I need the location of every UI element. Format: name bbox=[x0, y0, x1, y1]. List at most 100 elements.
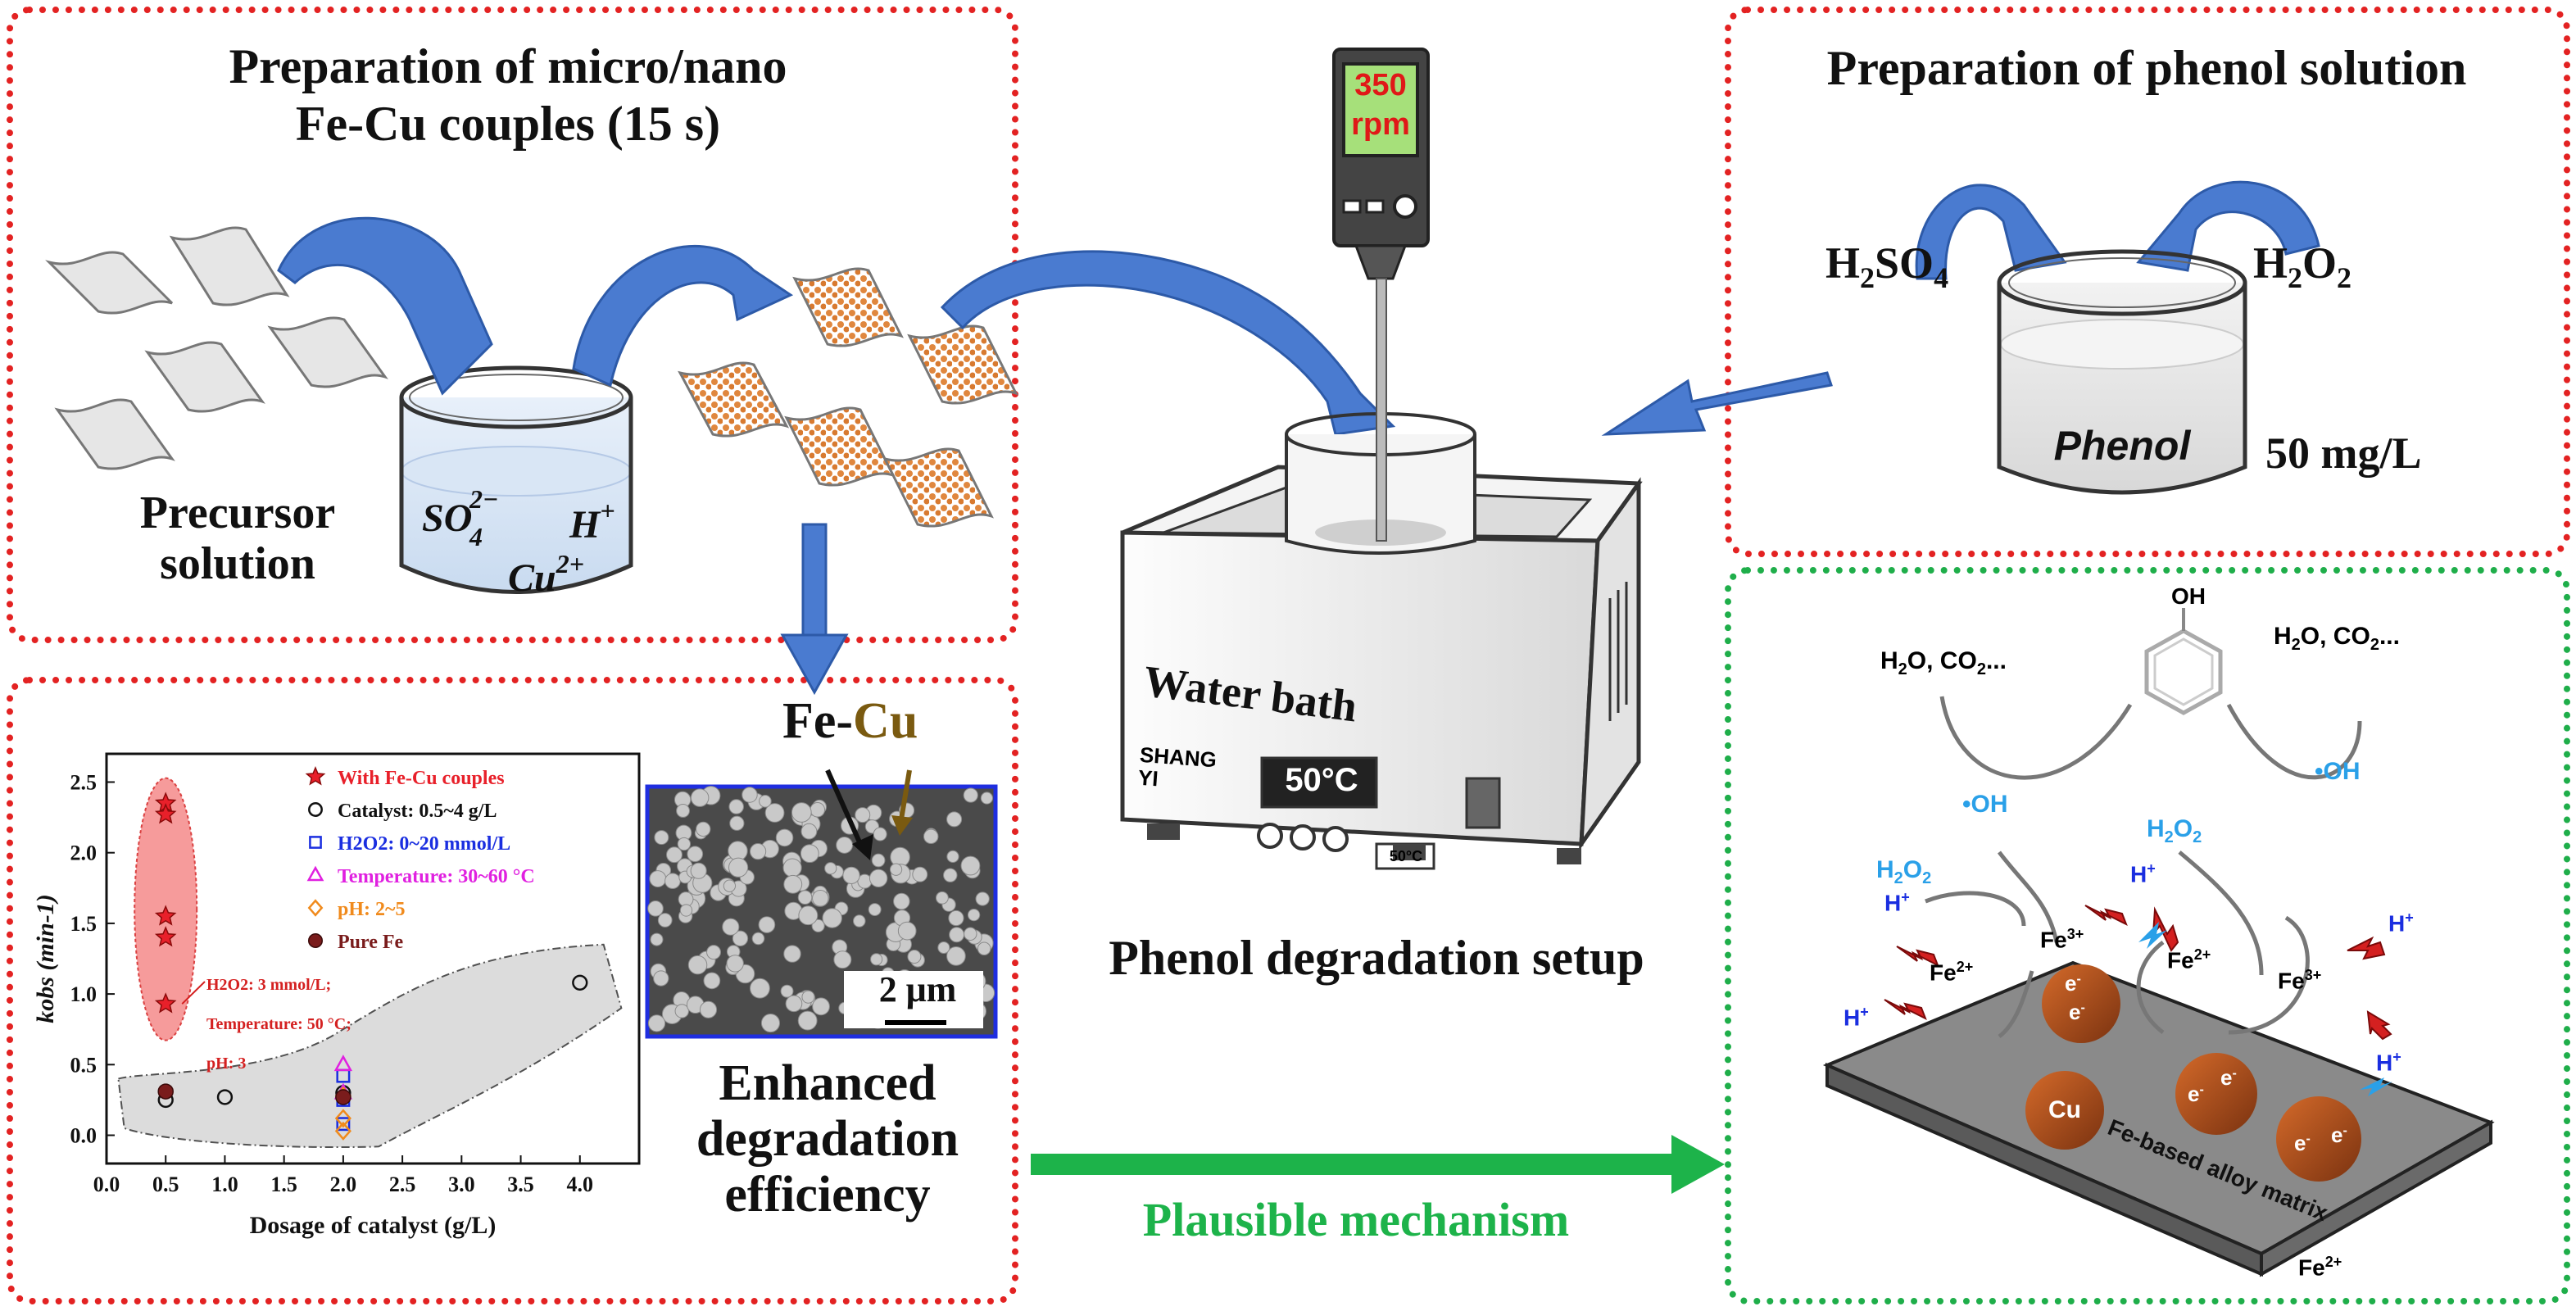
setup-label: Phenol degradation setup bbox=[1109, 931, 1644, 985]
sem-particle bbox=[751, 932, 765, 946]
ion-proton: H bbox=[569, 503, 601, 547]
sem-particle bbox=[722, 918, 740, 936]
sem-particle bbox=[810, 801, 826, 818]
sem-particle bbox=[728, 799, 744, 814]
sem-particle bbox=[666, 846, 683, 864]
fecu-title: Preparation of micro/nano Fe-Cu couples … bbox=[49, 38, 967, 152]
sem-particle bbox=[785, 995, 803, 1013]
sem-particle bbox=[690, 788, 710, 807]
mech-products-left: H2O, CO2... bbox=[1880, 647, 2007, 678]
sem-particle bbox=[853, 914, 866, 928]
mech-h2o2-right: H2O2 bbox=[2147, 815, 2202, 846]
enhanced-line3: efficiency bbox=[724, 1167, 931, 1223]
y-tick-label: 0.5 bbox=[70, 1053, 98, 1077]
y-tick-label: 1.0 bbox=[70, 982, 98, 1006]
data-point bbox=[216, 1089, 234, 1105]
data-point bbox=[333, 1055, 353, 1072]
sem-particle bbox=[791, 802, 812, 823]
mech-hplus-2: H+ bbox=[2130, 860, 2156, 887]
y-tick-label: 0.0 bbox=[70, 1124, 98, 1148]
sem-particle bbox=[783, 945, 801, 963]
mech-cu-label: Cu bbox=[2048, 1096, 2081, 1123]
x-tick-label: 2.0 bbox=[330, 1173, 357, 1196]
sem-particle bbox=[798, 905, 819, 926]
overhead-stirrer bbox=[1332, 48, 1430, 542]
sem-particle bbox=[653, 970, 669, 987]
ion-copper: Cu bbox=[508, 556, 556, 600]
mech-products-right: H2O, CO2... bbox=[2274, 623, 2400, 654]
x-axis-label: Dosage of catalyst (g/L) bbox=[250, 1212, 497, 1239]
ion-sulfate-sup: 2− bbox=[469, 484, 499, 514]
fecu-preparation-panel bbox=[7, 7, 1018, 643]
enhanced-label: Enhanced degradation efficiency bbox=[655, 1055, 1000, 1223]
bath-temperature-small: 50°C bbox=[1389, 848, 1423, 864]
sem-particle bbox=[750, 978, 770, 999]
sem-particle bbox=[948, 910, 964, 927]
precursor-beaker bbox=[399, 365, 633, 594]
x-tick-label: 3.0 bbox=[448, 1173, 475, 1196]
sem-particle bbox=[935, 891, 949, 905]
chart-annotation: Temperature: 50 °C; bbox=[206, 1015, 351, 1033]
enhanced-line2: degradation bbox=[696, 1111, 959, 1167]
sem-particle bbox=[654, 830, 669, 846]
mechanism-panel bbox=[1725, 567, 2570, 1304]
sem-particle bbox=[687, 846, 704, 863]
sem-particle bbox=[842, 866, 860, 884]
data-point bbox=[154, 926, 177, 947]
sem-particle bbox=[873, 827, 887, 841]
sem-particle bbox=[726, 955, 744, 973]
sem-particle bbox=[657, 913, 673, 928]
sem-particle bbox=[964, 927, 977, 941]
fecu-pointer-arrows bbox=[825, 769, 913, 860]
sem-particle bbox=[760, 1013, 781, 1033]
sem-particle bbox=[943, 868, 958, 882]
fecu-label: Fe-Cu bbox=[782, 692, 918, 751]
sem-particle bbox=[889, 863, 903, 876]
mech-electron-4: e- bbox=[2220, 1065, 2237, 1090]
sem-particle bbox=[912, 866, 928, 882]
sem-particle bbox=[647, 900, 664, 917]
mech-hplus-1: H+ bbox=[1884, 889, 1910, 916]
chart-annotation: H2O2: 3 mmol/L; bbox=[206, 976, 331, 994]
mech-electron-5: e- bbox=[2294, 1131, 2311, 1155]
mech-radical-left: •OH bbox=[1962, 791, 2008, 818]
x-tick-label: 4.0 bbox=[567, 1173, 594, 1196]
sem-particle bbox=[960, 855, 981, 876]
sem-particle bbox=[674, 1004, 689, 1018]
sem-particle bbox=[782, 858, 802, 878]
plot-frame bbox=[105, 752, 641, 1165]
mechanism-illustration bbox=[1822, 608, 2495, 1277]
sem-particle bbox=[937, 941, 950, 955]
sem-particle bbox=[949, 927, 965, 943]
enhanced-line1: Enhanced bbox=[719, 1055, 937, 1111]
sem-particle bbox=[963, 787, 978, 803]
sem-particle bbox=[732, 930, 749, 946]
sem-particle bbox=[967, 908, 981, 922]
sem-particle bbox=[800, 844, 819, 864]
mech-hplus-4: H+ bbox=[1844, 1004, 1869, 1031]
rpm-display: 350 rpm bbox=[1344, 66, 1417, 144]
mech-hplus-5: H+ bbox=[2376, 1049, 2401, 1076]
data-point bbox=[334, 1109, 351, 1128]
sem-particle bbox=[824, 862, 837, 875]
data-point bbox=[572, 974, 588, 991]
precursor-label-line2: solution bbox=[160, 538, 315, 589]
legend-marker bbox=[306, 865, 324, 882]
sem-particle bbox=[677, 837, 692, 851]
sem-particle bbox=[946, 946, 966, 966]
sem-particle bbox=[690, 862, 707, 879]
sem-particle bbox=[728, 857, 749, 878]
sem-particle bbox=[742, 787, 758, 803]
sem-particle bbox=[723, 879, 737, 892]
legend-label: H2O2: 0~20 mmol/L bbox=[338, 833, 510, 855]
sem-particle bbox=[679, 904, 693, 917]
scale-bar-label: 2 μm bbox=[878, 969, 957, 1009]
legend-marker bbox=[308, 802, 323, 817]
sem-particle bbox=[706, 945, 722, 960]
mech-fe2-bottom: Fe2+ bbox=[2298, 1254, 2342, 1281]
alloy-ribbons bbox=[45, 226, 388, 470]
y-axis-label: kobs (min-1) bbox=[32, 894, 59, 1023]
sem-particle bbox=[946, 850, 959, 863]
sem-particle bbox=[870, 953, 883, 966]
mech-fe3-right: Fe3+ bbox=[2278, 967, 2322, 994]
